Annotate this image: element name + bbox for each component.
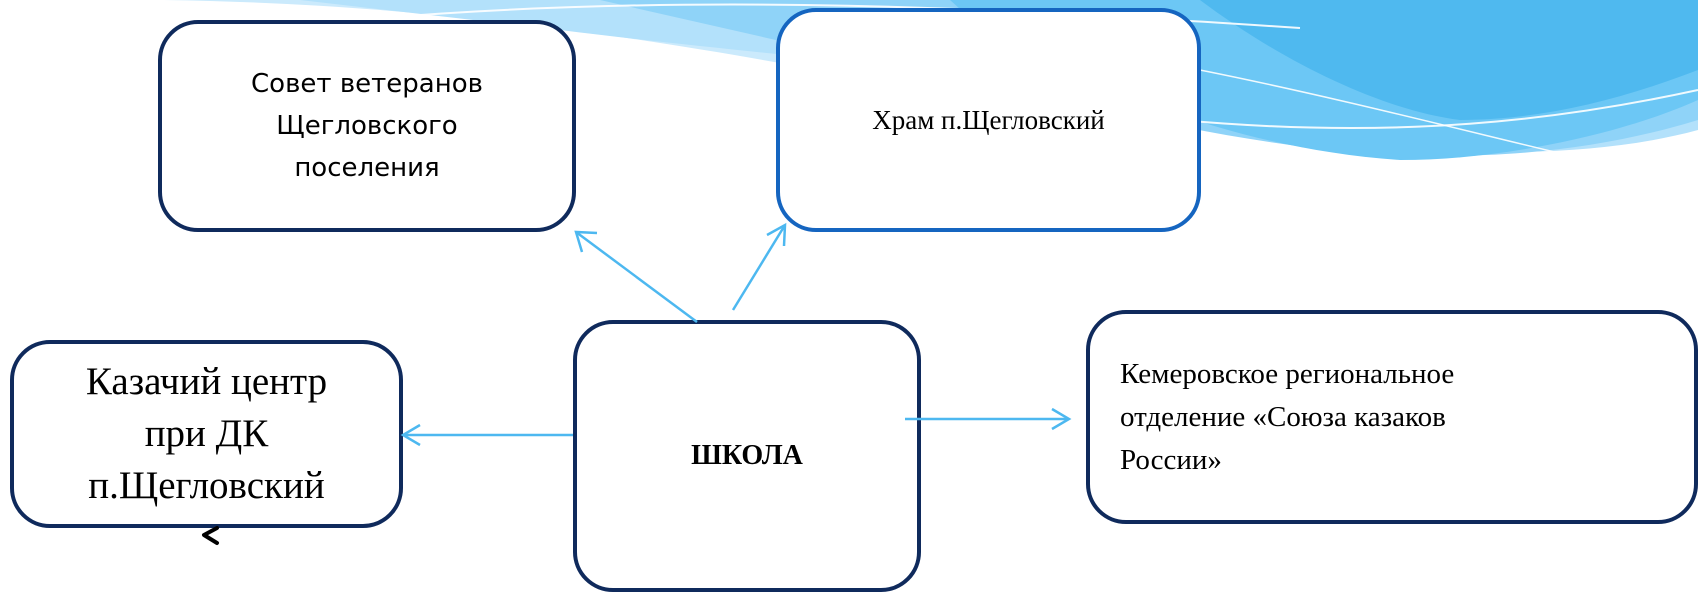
node-label-line: поселения: [294, 153, 440, 183]
node-label-line: России»: [1120, 443, 1222, 476]
node-label-line: Совет ветеранов: [251, 69, 483, 99]
node-cossack-union: Кемеровское региональное отделение «Союз…: [1086, 310, 1698, 524]
node-label: Храм п.Щегловский: [872, 104, 1105, 135]
node-school: ШКОЛА: [573, 320, 921, 592]
node-temple: Храм п.Щегловский: [776, 8, 1201, 232]
node-label-line: Казачий центр: [85, 360, 328, 403]
node-veterans-council: Совет ветеранов Щегловского поселения: [158, 20, 576, 232]
node-label: ШКОЛА: [691, 440, 803, 471]
node-label-line: отделение «Союза казаков: [1120, 400, 1446, 433]
node-cossack-center: Казачий центр при ДК п.Щегловский: [10, 340, 403, 528]
node-label-line: Щегловского: [276, 111, 458, 141]
node-label-line: п.Щегловский: [88, 464, 325, 507]
node-label-line: Кемеровское региональное: [1120, 357, 1455, 390]
node-label-line: при ДК: [144, 412, 269, 455]
